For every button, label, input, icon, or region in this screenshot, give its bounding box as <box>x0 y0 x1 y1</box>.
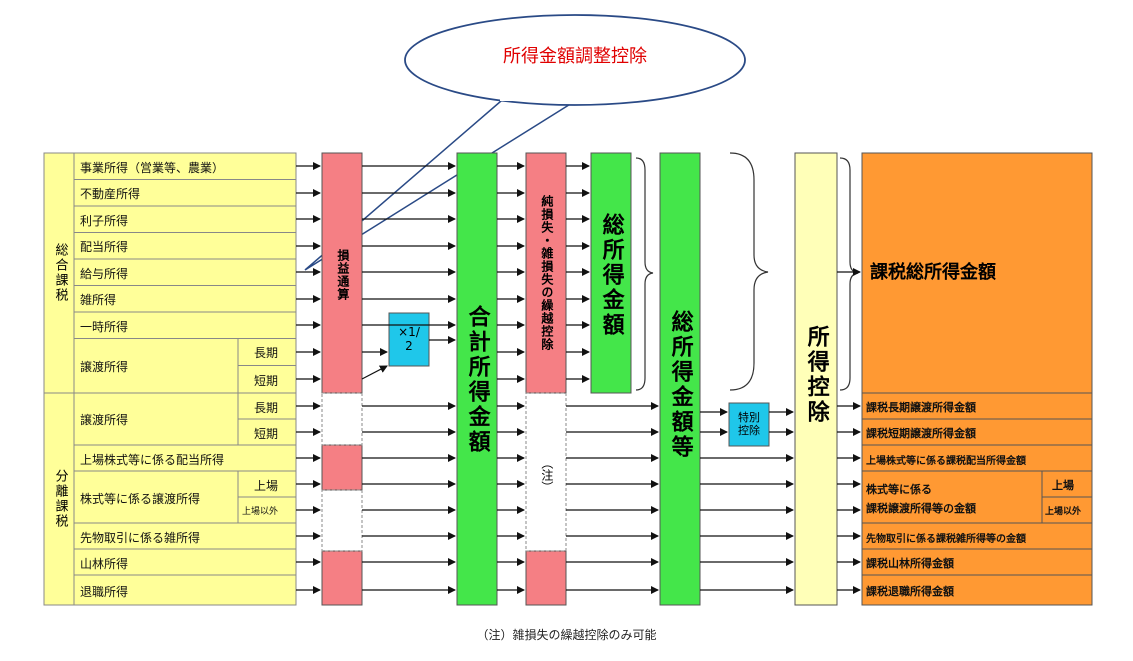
kurikoshi-label: 純損失・雑損失の繰越控除 <box>539 195 554 351</box>
taxable-boxes <box>861 152 1093 606</box>
income-label: 先物取引に係る雑所得 <box>80 531 201 545</box>
gokei-label: 合計所得金額 <box>464 305 490 455</box>
income-sublabel: 長期 <box>254 346 279 360</box>
flow-arrows <box>296 162 861 594</box>
taxable-main-label: 課税総所得金額 <box>870 261 996 283</box>
income-sublabel: 短期 <box>254 427 279 441</box>
sonekitsusan-box <box>321 152 363 394</box>
income-sublabel: 上場以外 <box>242 507 279 517</box>
note-mark-label: （注） <box>539 457 554 493</box>
taxable-label: 上場株式等に係る課税配当所得金額 <box>866 456 1026 467</box>
taxable-label: 課税退職所得金額 <box>866 585 954 598</box>
bunri-group-box <box>43 392 75 606</box>
income-rows <box>73 152 297 606</box>
taxable-label: 株式等に係る <box>866 483 932 496</box>
income-label: 上場株式等に係る配当所得 <box>80 453 225 467</box>
income-label: 不動産所得 <box>80 187 141 201</box>
income-label: 山林所得 <box>80 557 129 571</box>
income-label: 雑所得 <box>80 293 117 307</box>
income-sublabel: 上場 <box>254 479 279 493</box>
flow-arrow <box>361 365 388 380</box>
income-sublabel: 長期 <box>254 401 279 415</box>
half-box <box>388 312 430 367</box>
callout-label: 所得金額調整控除 <box>503 46 647 67</box>
callout-bubble <box>304 14 746 271</box>
gokei-box <box>456 152 498 606</box>
shotoku-kojo-label: 所得控除 <box>803 325 829 425</box>
bunri-label: 分離課税 <box>52 469 68 529</box>
income-label: 利子所得 <box>80 214 129 228</box>
taxable-label: 課税山林所得金額 <box>866 557 954 570</box>
tokubetsu-box <box>728 402 770 447</box>
footnote: （注）雑損失の繰越控除のみ可能 <box>476 628 657 642</box>
taxable-sublabel: 上場以外 <box>1045 507 1082 517</box>
income-label: 譲渡所得 <box>80 413 129 427</box>
income-label: 退職所得 <box>80 585 129 599</box>
half-label: ×1/2 <box>398 324 420 353</box>
sogo-label: 総合課税 <box>52 243 68 303</box>
tokubetsu-label: 特別控除 <box>738 410 760 437</box>
sogo-group-box <box>43 152 75 394</box>
so-shotoku-to-label: 総所得金額等 <box>667 310 693 460</box>
taxable-sublabel: 上場 <box>1052 479 1074 492</box>
so-shotoku-label: 総所得金額 <box>598 212 624 338</box>
income-label: 株式等に係る譲渡所得 <box>80 492 201 506</box>
taxable-label: 課税短期譲渡所得金額 <box>866 427 976 440</box>
income-label: 一時所得 <box>80 320 129 334</box>
so-shotoku-box <box>590 152 632 394</box>
kurikoshi-box <box>525 152 567 394</box>
income-label: 譲渡所得 <box>80 360 129 374</box>
pink-boxes <box>321 152 567 606</box>
taxable-label: 課税譲渡所得等の金額 <box>866 502 976 515</box>
income-label: 給与所得 <box>80 267 129 281</box>
income-label: 事業所得（営業等、農業） <box>80 161 225 175</box>
income-sublabel: 短期 <box>254 374 279 388</box>
income-label: 配当所得 <box>80 240 129 254</box>
taxable-label: 課税長期譲渡所得金額 <box>866 401 976 414</box>
so-shotoku-to-box <box>659 152 701 606</box>
shotoku-kojo-box <box>794 152 838 606</box>
taxable-label: 先物取引に係る課税雑所得等の金額 <box>866 534 1026 545</box>
sonekitsusan-label: 損益通算 <box>335 249 350 301</box>
